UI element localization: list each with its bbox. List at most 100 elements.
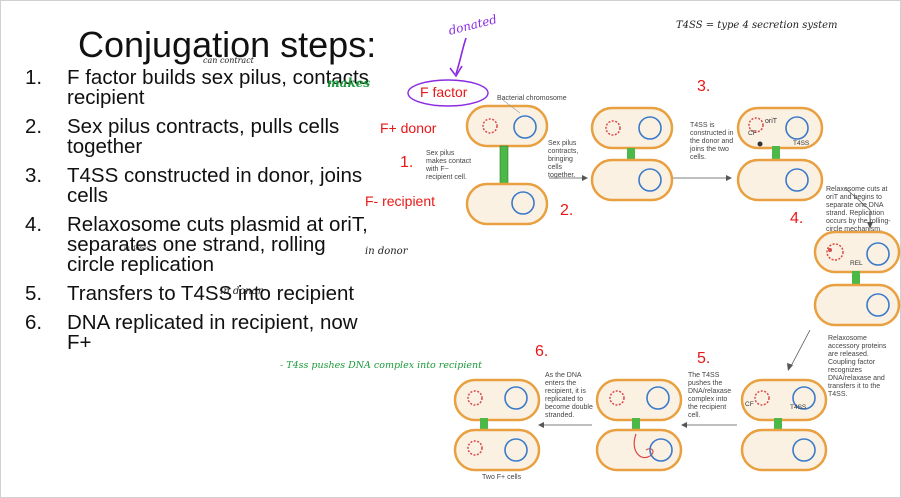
recipient-cell	[590, 158, 674, 202]
label-f-recipient: F- recipient	[365, 193, 436, 209]
steps-list: 1. F factor builds sex pilus, contacts r…	[25, 66, 370, 362]
note-in-donor-2: in donor	[124, 245, 150, 252]
label-cf: CF	[745, 401, 754, 408]
panel-6	[595, 378, 683, 472]
flow-arrow-head	[582, 175, 588, 181]
panel-3	[736, 106, 824, 202]
chromosome	[646, 386, 670, 410]
donor-cell	[740, 378, 828, 422]
slide-title: Conjugation steps:	[78, 24, 377, 65]
donor-cell	[465, 104, 549, 148]
flow-arrow	[844, 187, 871, 226]
donor-cell	[453, 378, 541, 422]
f-plasmid	[482, 118, 498, 134]
recipient-cell	[736, 158, 824, 202]
panel-4	[813, 230, 901, 327]
chromosome	[638, 116, 662, 140]
label-bacterial-chromosome: Bacterial chromosome	[497, 95, 567, 102]
label-f-factor: F factor	[420, 84, 468, 100]
step-text: DNA replicated in recipient, now F+	[67, 311, 358, 354]
diagram-step-number: 4.	[790, 210, 804, 227]
f-plasmid	[754, 390, 770, 406]
recipient-cell	[813, 283, 901, 327]
step-text: T4SS constructed in donor, joins cells	[67, 164, 363, 207]
chromosome	[504, 386, 528, 410]
flow-arrow-head	[538, 422, 544, 428]
caption-6: The T4SS pushes the DNA/relaxase complex…	[688, 372, 732, 419]
sex-pilus	[499, 145, 509, 185]
caption-3: T4SS is constructed in the donor and joi…	[690, 122, 734, 161]
leader-line	[502, 99, 521, 114]
flow-arrow	[789, 329, 811, 369]
flow-arrow-head	[681, 422, 687, 428]
chromosome	[792, 386, 816, 410]
recipient-cell	[465, 182, 549, 226]
panel-1	[465, 99, 549, 226]
step-number: 4.	[25, 213, 43, 236]
step-text: Transfers to T4SS into recipient	[67, 282, 355, 305]
step-item: 5. Transfers to T4SS into recipient	[25, 282, 370, 305]
caption-7: As the DNA enters the recipient, it is r…	[545, 372, 593, 419]
diagram-step-number: 3.	[697, 78, 711, 95]
flow-arrow-head	[867, 222, 873, 229]
purple-arrow-line	[455, 37, 467, 75]
recipient-cell	[453, 428, 541, 472]
recipient-cell	[740, 428, 828, 472]
step-number: 2.	[25, 115, 43, 138]
donor-cell	[590, 106, 674, 150]
donor-cell	[736, 106, 824, 150]
flow-arrow-head	[787, 363, 793, 371]
f-plasmid	[467, 440, 483, 456]
caption-1: Sex pilus makes contact with F− recipien…	[426, 150, 472, 181]
label-rel: REL	[850, 260, 863, 267]
label-two-cells: Two F+ cells	[482, 474, 522, 481]
step-number: 3.	[25, 164, 43, 187]
note-t4ss-pushes: - T4ss pushes DNA complex into recipient	[280, 360, 482, 371]
chromosome	[792, 438, 816, 462]
step-item: 1. F factor builds sex pilus, contacts r…	[25, 66, 370, 109]
diagram-step-number: 6.	[535, 343, 549, 360]
step-number: 5.	[25, 282, 43, 305]
purple-arrow-head	[449, 65, 463, 78]
f-plasmid	[826, 243, 844, 261]
step-text: F factor builds sex pilus, contacts reci…	[67, 66, 369, 109]
step-text: Relaxosome cuts plasmid at oriT, separat…	[67, 213, 368, 276]
step-item: 4. Relaxosome cuts plasmid at oriT, sepa…	[25, 213, 370, 276]
chromosome	[511, 191, 535, 215]
label-orit: oriT	[765, 118, 778, 125]
f-plasmid	[748, 117, 764, 133]
step-number: 1.	[25, 66, 43, 89]
label-cf: CF	[748, 130, 757, 137]
chromosome	[513, 115, 537, 139]
panel-5	[740, 378, 828, 472]
caption-2: Sex pilus contracts, bringing cells toge…	[548, 140, 579, 179]
f-plasmid	[609, 390, 625, 406]
note-in-donor-1: in donor	[365, 246, 408, 257]
sex-pilus	[627, 148, 635, 162]
t4ss-channel	[774, 418, 782, 432]
panel-7	[453, 378, 541, 472]
f-plasmid	[467, 390, 483, 406]
caption-5: Relaxosome accessory proteins are releas…	[828, 335, 887, 398]
t4ss-channel	[772, 146, 780, 162]
purple-circle	[407, 79, 489, 107]
step-number: 6.	[25, 311, 43, 334]
chromosome	[785, 116, 809, 140]
chromosome	[504, 438, 528, 462]
step-item: 2. Sex pilus contracts, pulls cells toge…	[25, 115, 370, 157]
t4ss-channel	[852, 271, 860, 287]
note-t4ss-definition: T4SS = type 4 secretion system	[676, 20, 838, 31]
diagram-step-number: 1.	[400, 154, 414, 171]
note-can-contract: can contract	[203, 56, 254, 65]
chromosome	[785, 168, 809, 192]
t4ss-channel	[480, 418, 488, 432]
chromosome	[638, 168, 662, 192]
note-makes: makes	[327, 76, 371, 90]
caption-4: Relaxosome cuts at oriT and begins to se…	[826, 186, 891, 233]
diagram-step-number: 2.	[560, 202, 574, 219]
chromosome	[866, 293, 890, 317]
diagram-step-number: 5.	[697, 350, 711, 367]
relaxosome	[828, 248, 832, 252]
f-plasmid	[605, 120, 621, 136]
